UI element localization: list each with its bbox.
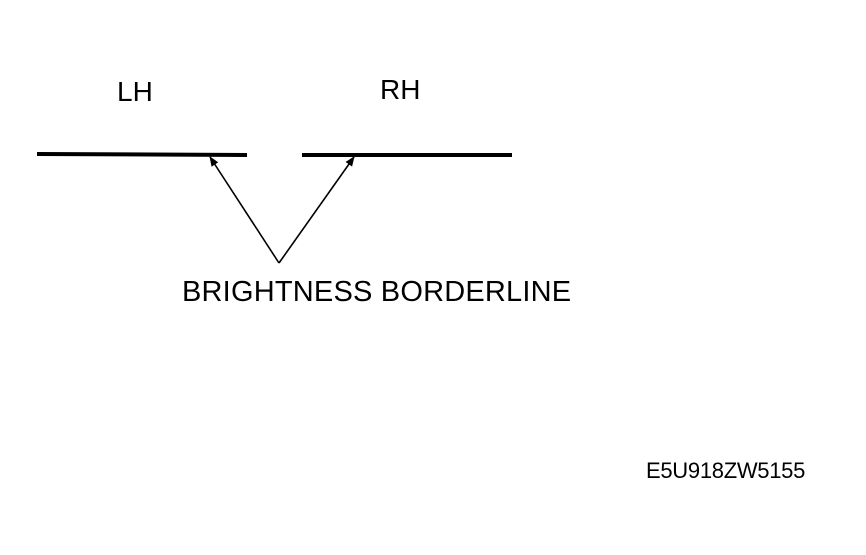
leader-arrow-to-lh: [209, 156, 280, 264]
rh-label: RH: [380, 74, 421, 105]
brightness-borderline-callout: BRIGHTNESS BORDERLINE: [182, 276, 572, 308]
lh-label: LH: [117, 76, 153, 107]
figure-code: E5U918ZW5155: [646, 458, 806, 483]
leader-arrow-to-rh: [278, 156, 355, 264]
lh-brightness-borderline: [36, 152, 248, 157]
